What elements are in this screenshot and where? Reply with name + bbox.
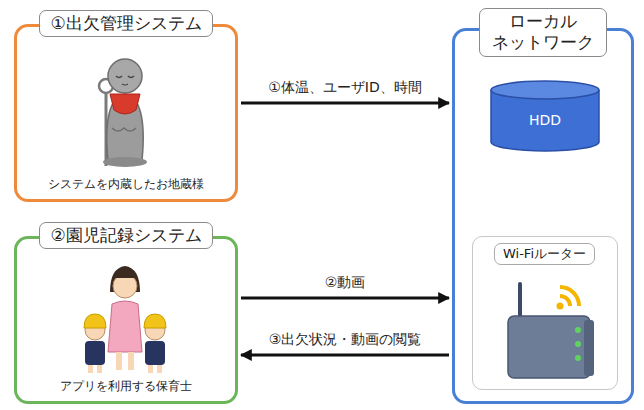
connector-label: ②動画	[322, 274, 369, 292]
network-panel: ローカル ネットワーク HDD Wi-Fiルーター	[452, 8, 634, 404]
panel-heading: ②園児記録システム	[39, 222, 212, 249]
arrow-connector	[241, 297, 449, 300]
storage-label: HDD	[529, 112, 561, 128]
connector-label: ①体温、ユーザID、時間	[265, 79, 424, 97]
panel-outline	[14, 24, 238, 202]
illustration-caption: アプリを利用する保育士	[60, 378, 192, 395]
panel-outline	[14, 236, 238, 404]
teacher-illustration	[84, 266, 166, 373]
router-illustration	[508, 284, 594, 378]
arrow-connector	[241, 102, 449, 105]
jizo-illustration	[99, 59, 147, 167]
illustration-caption: システムを内蔵したお地蔵様	[48, 176, 204, 193]
panel-heading: ①出欠管理システム	[39, 10, 212, 37]
device-label: Wi-Fiルーター	[494, 243, 595, 265]
arrow-connector	[241, 354, 449, 357]
hdd-cylinder: HDD	[490, 80, 600, 152]
panel-heading: ローカル ネットワーク	[479, 8, 607, 57]
router-box: Wi-Fiルーター	[472, 236, 618, 390]
connector-label: ③出欠状況・動画の閲覧	[266, 331, 425, 349]
system-panel: ②園児記録システムアプリを利用する保育士	[14, 222, 238, 404]
system-panel: ①出欠管理システムシステムを内蔵したお地蔵様	[14, 10, 238, 202]
